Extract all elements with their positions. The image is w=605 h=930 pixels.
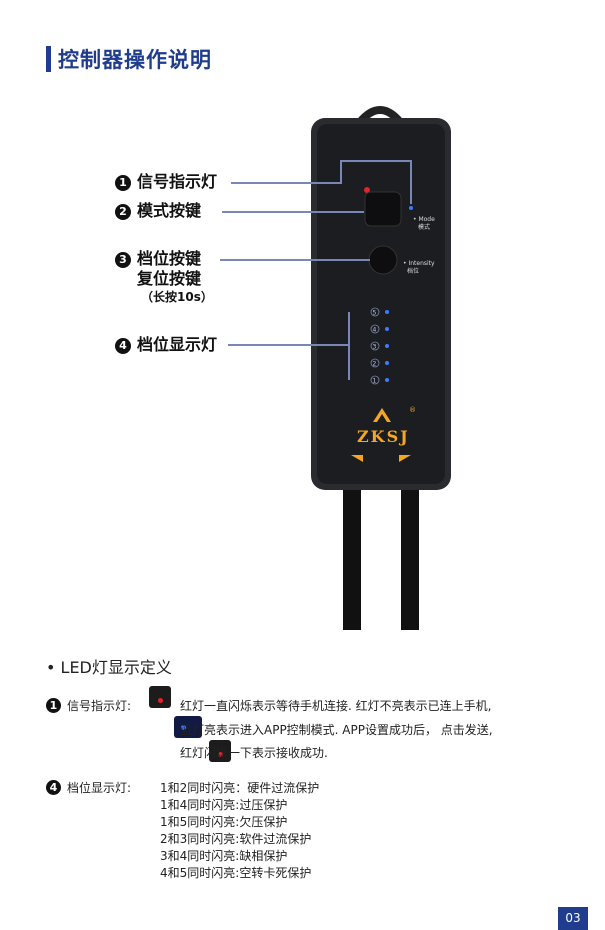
mode-label-cn: 模式 [418, 223, 430, 231]
svg-text:3: 3 [373, 344, 377, 351]
callout-number-1: 1 [115, 175, 131, 191]
signal-line-1: 红灯一直闪烁表示等待手机连接. 红灯不亮表示已连上手机, [180, 699, 492, 713]
callout-label-3: 档位按键 [137, 249, 202, 268]
callout-line-1d [410, 160, 412, 204]
callout-reset-button: 复位按键 [137, 269, 202, 288]
signal-led [364, 187, 370, 193]
mode-button [364, 191, 402, 227]
callout-line-1c [340, 160, 412, 162]
svg-text:5: 5 [373, 310, 377, 317]
gear-led-1: 1 [370, 375, 389, 385]
brand-name: ZKSJ [357, 427, 410, 446]
gear-line-6: 4和5同时闪亮:空转卡死保护 [160, 866, 312, 880]
gear-line-4: 2和3同时闪亮:软件过流保护 [160, 832, 312, 846]
callout-gear-display: 4 档位显示灯 [115, 335, 217, 355]
brand-logo-mark [373, 408, 391, 422]
callout-line-1 [231, 182, 341, 184]
mode-label: • Mode [413, 216, 435, 223]
gear-leds: 5 4 3 2 1 [370, 307, 389, 385]
callout-label-1: 信号指示灯 [137, 172, 218, 191]
red-flash-icon [209, 740, 232, 762]
svg-text:1: 1 [373, 378, 377, 385]
callout-mode-button: 2 模式按键 [115, 201, 201, 221]
intensity-label: • Intensity [403, 260, 435, 267]
signal-line-3: 红灯闪烁一下表示接收成功. [180, 746, 328, 760]
intensity-button [368, 245, 398, 275]
callout-signal-light: 1 信号指示灯 [115, 172, 217, 192]
svg-text:4: 4 [373, 327, 377, 334]
gear-label-text: 档位显示灯: [67, 781, 132, 795]
callout-line-1b [340, 160, 342, 184]
gear-led-4: 4 [370, 324, 389, 334]
signal-definition-label: 1 信号指示灯: [46, 697, 131, 715]
cable-left [343, 490, 361, 630]
page-number: 03 [558, 907, 588, 930]
gear-line-2: 1和4同时闪亮:过压保护 [160, 798, 288, 812]
gear-line-1: 1和2同时闪亮：硬件过流保护 [160, 781, 320, 795]
gear-line-5: 3和4同时闪亮:缺相保护 [160, 849, 288, 863]
page-title: 控制器操作说明 [58, 48, 212, 72]
cable-right [401, 490, 419, 630]
gear-led-2: 2 [370, 358, 389, 368]
signal-label-text: 信号指示灯: [67, 699, 132, 713]
callout-line-4 [228, 344, 350, 346]
callout-line-2 [222, 211, 364, 213]
gear-definition-label: 4 档位显示灯: [46, 779, 131, 797]
intensity-label-cn: 档位 [407, 267, 419, 275]
red-signal-icon [149, 686, 171, 708]
gear-number-badge: 4 [46, 780, 61, 795]
callout-number-2: 2 [115, 204, 131, 220]
blue-signal-icon [174, 716, 203, 738]
gear-led-3: 3 [370, 341, 389, 351]
controller-device: • Mode 模式 • Intensity 档位 5 4 3 2 1 ® ZKS… [311, 106, 451, 630]
title-accent-bar [46, 46, 51, 72]
gear-line-3: 1和5同时闪亮:欠压保护 [160, 815, 288, 829]
registered-mark: ® [409, 406, 416, 414]
callout-label-2: 模式按键 [137, 201, 202, 220]
callout-line-4b [348, 312, 350, 380]
callout-gear-button: 3 档位按键 [115, 249, 201, 269]
callout-number-3: 3 [115, 252, 131, 268]
svg-text:2: 2 [373, 361, 377, 368]
signal-line-2: 蓝灯亮表示进入APP控制模式. APP设置成功后， 点击发送, [180, 723, 493, 737]
callout-number-4: 4 [115, 338, 131, 354]
section-title: • LED灯显示定义 [46, 658, 172, 677]
callout-line-3 [220, 259, 370, 261]
gear-led-5: 5 [370, 307, 389, 317]
callout-label-4: 档位显示灯 [137, 335, 218, 354]
callout-long-press-note: （长按10s） [141, 290, 213, 304]
signal-number-badge: 1 [46, 698, 61, 713]
